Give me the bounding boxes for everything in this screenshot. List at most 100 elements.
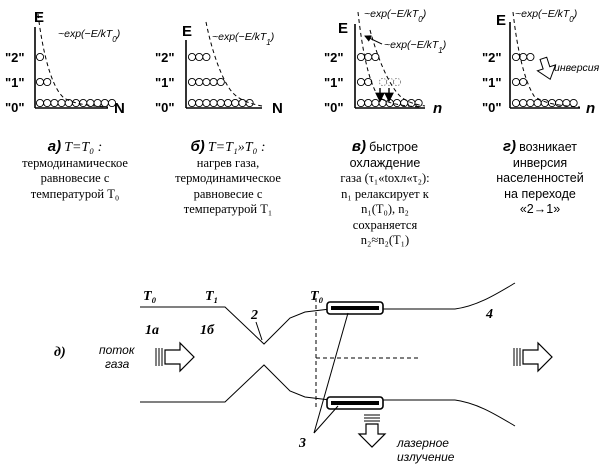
population-axis-label: n (586, 100, 595, 117)
caption-b: б) T=T₁»T₀ : нагрев газа, термодинамичес… (153, 139, 303, 218)
level-0-label: "0" (5, 100, 25, 115)
boltzmann-curve (512, 11, 581, 108)
panel-a: E N "2" "1" "0" ~exp(−E/kT0) (5, 9, 125, 117)
population-circle (511, 77, 521, 87)
population-circles (356, 52, 423, 108)
population-circle (371, 52, 380, 62)
leader-line-2 (255, 321, 263, 341)
energy-axis-label: E (182, 23, 192, 40)
boltzmann-label-t0: ~exp(−E/kT0) (364, 8, 426, 24)
population-circle (43, 77, 52, 87)
population-circle (540, 98, 549, 108)
population-circle (356, 98, 366, 108)
caption-head: возникает (519, 140, 578, 154)
population-circle (526, 52, 535, 62)
population-circle (238, 98, 247, 108)
caption-line: равновесие с (40, 171, 110, 185)
temperature-t0-left: T₀ (143, 289, 157, 304)
population-axis-label: N (272, 100, 283, 117)
boltzmann-label: ~exp(−E/kT0) (58, 28, 120, 44)
energy-axis-label: E (496, 12, 506, 29)
level-1-label: "1" (5, 75, 25, 90)
gas-flow-input-arrow (155, 341, 195, 373)
caption-line: газа (τ₁«tохл«τ₂): (340, 171, 430, 185)
laser-output-arrow (357, 414, 387, 448)
panel-b: E N "2" "1" "0" ~exp(−E/kT1) (155, 21, 283, 117)
population-circle (202, 77, 211, 87)
caption-line: равновесие с (193, 186, 263, 201)
diffuser-label-4: 4 (485, 307, 493, 322)
population-circle (511, 98, 521, 108)
caption-line: на переходе (504, 186, 576, 201)
caption-a: а) T=T₀ : термодинамическое равновесие с… (0, 139, 150, 202)
population-circle (57, 98, 66, 108)
inversion-label: инверсия (554, 62, 600, 74)
diffuser-lower-wall (454, 399, 516, 427)
population-circle (50, 98, 59, 108)
population-axis-label: N (114, 100, 125, 117)
population-circle (43, 98, 52, 108)
population-circle (511, 52, 521, 62)
population-circle (526, 98, 535, 108)
population-circle (371, 98, 380, 108)
population-axis-label: n (433, 100, 442, 117)
caption-letter: б) (190, 138, 205, 155)
curve-pointer-arrow (364, 35, 383, 45)
population-circle (569, 98, 578, 108)
caption-line: n₂≈n₂(T₁) (360, 233, 410, 247)
caption-letter: г) (502, 138, 516, 155)
caption-line: термодинамическое (175, 171, 281, 185)
caption-line: охлаждение (349, 155, 421, 170)
level-0-label: "0" (324, 100, 344, 115)
population-circle (231, 98, 240, 108)
temperature-t1: T₁ (205, 289, 218, 304)
caption-head: T=T₁»T₀ : (207, 140, 266, 155)
lower-mirror-core (331, 401, 379, 405)
population-circle (195, 98, 204, 108)
population-circle (35, 52, 45, 62)
population-circle (71, 98, 81, 108)
upper-mirror-core (331, 306, 379, 310)
level-1-label: "1" (155, 75, 175, 90)
boltzmann-curve-t0 (357, 11, 421, 108)
mirror-label-3: 3 (298, 436, 306, 451)
nozzle-schematic: T₀ T₁ T₀ 1а 1б 2 4 3 д) поток газа лазер… (54, 282, 553, 464)
population-circle (519, 77, 528, 87)
caption-line: n₁(T₀), n₂ (361, 202, 409, 216)
level-2-label: "2" (155, 50, 175, 65)
caption-line: n₁ релаксирует к (341, 186, 429, 201)
caption-head: быстрое (369, 140, 419, 154)
caption-line: термодинамическое (22, 155, 128, 170)
population-circle (245, 98, 254, 108)
nozzle-upper-wall (140, 306, 331, 345)
population-circle (100, 98, 109, 108)
boltzmann-label-t1: ~exp(−E/kT1) (384, 39, 446, 55)
population-circle (364, 98, 373, 108)
population-circle (209, 77, 218, 87)
relaxed-population-circle (385, 78, 394, 87)
caption-line: населенностей (496, 171, 584, 185)
population-circle (519, 98, 528, 108)
population-circle (107, 98, 117, 108)
diffuser-upper-wall (454, 282, 516, 310)
caption-g: г) возникает инверсия населенностей на п… (475, 139, 605, 218)
caption-letter: в) (351, 138, 366, 155)
caption-line: инверсия (512, 155, 568, 170)
population-circles (187, 52, 254, 108)
population-circle (392, 98, 402, 108)
panel-g: E n "2" "1" "0" ~exp(−E/kT0) инверсия (482, 8, 600, 117)
population-circle (223, 98, 233, 108)
population-circle (364, 77, 373, 87)
caption-head: T=T₀ : (64, 140, 103, 155)
population-circle (533, 98, 542, 108)
gas-flow-label-line1: поток (99, 343, 136, 357)
population-circle (414, 98, 423, 108)
population-circle (35, 77, 45, 87)
energy-axis-label: E (338, 20, 348, 37)
level-1-label: "1" (324, 75, 344, 90)
level-2-label: "2" (324, 50, 344, 65)
caption-line: температурой T₀ (30, 186, 120, 201)
caption-v: в) быстрое охлаждение газа (τ₁«tохл«τ₂):… (320, 139, 450, 249)
laser-output-label-line2: излучение (397, 450, 455, 464)
